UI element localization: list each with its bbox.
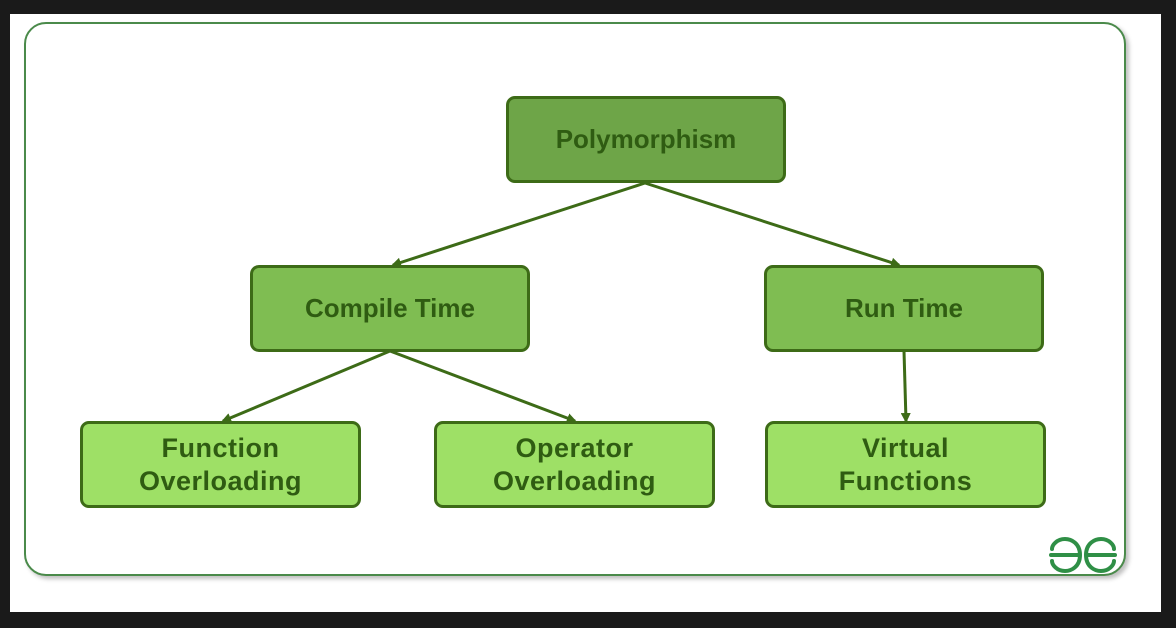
node-virtual-functions-line1: Virtual bbox=[861, 433, 950, 464]
node-operator-overloading-line1: Operator bbox=[515, 433, 634, 464]
arrow-root-to-compile-time bbox=[391, 181, 646, 268]
arrow-compile-to-operator-overloading bbox=[389, 349, 577, 423]
node-compile-time: Compile Time bbox=[250, 265, 530, 352]
node-run-time-label: Run Time bbox=[845, 292, 963, 323]
node-run-time: Run Time bbox=[764, 265, 1044, 352]
node-operator-overloading-line2: Overloading bbox=[492, 465, 657, 496]
node-function-overloading: Function Overloading bbox=[80, 421, 361, 508]
node-function-overloading-line2: Overloading bbox=[138, 465, 303, 496]
node-polymorphism-label: Polymorphism bbox=[555, 123, 737, 154]
geeksforgeeks-logo-icon bbox=[1049, 536, 1117, 574]
node-polymorphism: Polymorphism bbox=[506, 96, 786, 183]
node-virtual-functions-line2: Functions bbox=[838, 465, 973, 496]
node-function-overloading-line1: Function bbox=[161, 433, 280, 464]
node-compile-time-label: Compile Time bbox=[304, 292, 475, 323]
node-operator-overloading: Operator Overloading bbox=[434, 421, 715, 508]
arrow-compile-to-function-overloading bbox=[221, 349, 391, 423]
node-virtual-functions: Virtual Functions bbox=[765, 421, 1046, 508]
arrow-root-to-run-time bbox=[644, 181, 901, 268]
arrow-run-to-virtual-functions bbox=[900, 350, 911, 423]
